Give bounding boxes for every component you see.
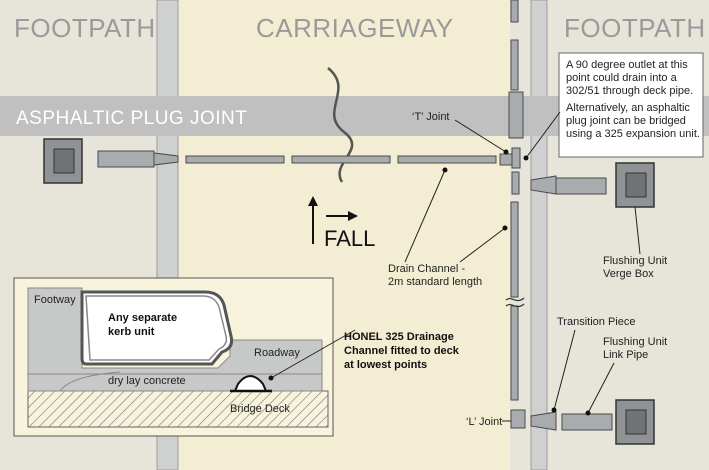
concrete-label: dry lay concrete: [108, 375, 186, 387]
flushing-unit-link-pipe: [561, 413, 613, 431]
honel-label: at lowest points: [344, 359, 427, 371]
drain-channel-vertical: [510, 201, 519, 298]
flushing-link-label: Link Pipe: [603, 349, 648, 361]
honel-label: HONEL 325 Drainage: [344, 331, 454, 343]
kerb-label: Any separate: [108, 312, 177, 324]
t-joint-label: ‘T’ Joint: [412, 111, 450, 123]
drain-channel-segment: [291, 155, 391, 164]
l-joint-label: ‘L’ Joint: [466, 416, 502, 428]
honel-channel-shape: [233, 375, 268, 392]
note-leader: [525, 111, 561, 159]
roadway-label: Roadway: [254, 347, 300, 359]
right-upper-link-pipe: [555, 177, 607, 195]
kerb-label: kerb unit: [108, 326, 155, 338]
left-link-pipe: [97, 150, 155, 168]
l-joint: [510, 409, 526, 429]
drain-channel-label: 2m standard length: [388, 276, 482, 288]
fall-label: FALL: [324, 226, 375, 251]
t-joint: [511, 147, 521, 169]
band-label: ASPHALTIC PLUG JOINT: [16, 108, 247, 129]
cross-section-inset: Footway Any separate kerb unit Roadway d…: [13, 277, 334, 437]
outlet-unit: [508, 91, 524, 139]
honel-label: Channel fitted to deck: [344, 345, 460, 357]
drain-channel-segment: [397, 155, 497, 164]
transition-piece: [530, 411, 557, 431]
bridge-deck: [27, 390, 329, 428]
footpath-right-title: FOOTPATH: [564, 13, 706, 43]
flushing-verge-label: Verge Box: [603, 268, 654, 280]
carriageway-title: CARRIAGEWAY: [256, 13, 454, 43]
flushing-verge-label: Flushing Unit: [603, 255, 667, 267]
bridge-deck-label: Bridge Deck: [230, 403, 290, 415]
note-line: A 90 degree outlet at this: [566, 59, 688, 71]
note-line: point could drain into a: [566, 72, 678, 84]
drain-channel-vertical: [510, 305, 519, 401]
footpath-left-title: FOOTPATH: [14, 13, 156, 43]
note-line: Alternatively, an asphaltic: [566, 102, 690, 114]
transition-piece-label: Transition Piece: [557, 316, 635, 328]
flushing-link-label: Flushing Unit: [603, 336, 667, 348]
right-kerb-strip: [530, 0, 548, 470]
note-line: plug joint can be bridged: [566, 115, 686, 127]
note-line: 302/51 through deck pipe.: [566, 85, 693, 97]
note-box: [558, 52, 704, 158]
drain-channel-label: Drain Channel -: [388, 263, 465, 275]
break-line: [327, 67, 354, 183]
note-line: using a 325 expansion unit.: [566, 128, 700, 140]
drain-channel-segment: [185, 155, 285, 164]
footway-label: Footway: [34, 294, 76, 306]
left-transition-piece: [153, 152, 179, 166]
